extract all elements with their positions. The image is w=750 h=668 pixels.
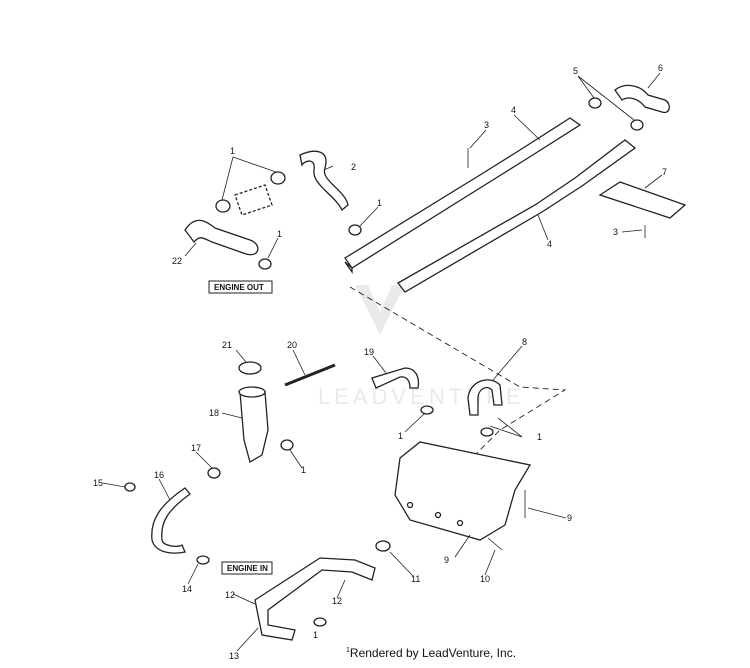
callout-1: 1 bbox=[301, 465, 306, 475]
clamp-14 bbox=[196, 555, 210, 565]
clamp-1 bbox=[258, 258, 272, 270]
hose-6 bbox=[614, 84, 670, 114]
callout-1: 1 bbox=[277, 229, 282, 239]
callout-12: 12 bbox=[225, 590, 235, 600]
hose-2 bbox=[299, 150, 349, 212]
coolant-tank bbox=[394, 441, 532, 541]
callout-17: 17 bbox=[191, 443, 201, 453]
clamp-1 bbox=[270, 171, 286, 185]
clamp-1 bbox=[215, 199, 231, 213]
credit-mark: 1 bbox=[346, 647, 350, 654]
callout-8: 8 bbox=[522, 337, 527, 347]
hose-22 bbox=[184, 219, 259, 256]
callout-22: 22 bbox=[172, 256, 182, 266]
clamp-11 bbox=[375, 540, 391, 552]
callout-4: 4 bbox=[511, 105, 516, 115]
callout-1: 1 bbox=[313, 630, 318, 640]
callout-1: 1 bbox=[230, 146, 235, 156]
callout-4: 4 bbox=[547, 239, 552, 249]
cap-21 bbox=[238, 361, 262, 375]
callout-6: 6 bbox=[658, 63, 663, 73]
rod-20 bbox=[284, 363, 336, 387]
reservoir-18 bbox=[238, 386, 269, 463]
callout-9: 9 bbox=[444, 555, 449, 565]
clamp-1 bbox=[348, 224, 362, 236]
callout-9: 9 bbox=[567, 513, 572, 523]
engine-in-box: ENGINE IN bbox=[221, 561, 273, 575]
callout-7: 7 bbox=[662, 167, 667, 177]
callout-16: 16 bbox=[154, 470, 164, 480]
callout-1: 1 bbox=[537, 432, 542, 442]
clip-15 bbox=[124, 482, 136, 492]
heat-exchanger-upper bbox=[344, 117, 582, 275]
callout-labels: 1 2 22 1 1 3 4 5 6 7 4 3 21 20 19 8 18 1… bbox=[93, 63, 667, 661]
heat-exchanger-lower bbox=[397, 139, 637, 293]
hose-8 bbox=[467, 379, 503, 416]
callout-21: 21 bbox=[222, 340, 232, 350]
clamp-1 bbox=[313, 617, 327, 627]
svg-text:LEADVENTURE: LEADVENTURE bbox=[318, 384, 525, 409]
callout-11: 11 bbox=[411, 574, 420, 584]
callout-2: 2 bbox=[351, 162, 356, 172]
credit-text: Rendered by LeadVenture, Inc. bbox=[349, 646, 517, 660]
callout-12: 12 bbox=[332, 596, 342, 606]
clamp-17 bbox=[207, 467, 221, 479]
clamp-1 bbox=[420, 405, 434, 415]
callout-19: 19 bbox=[364, 347, 374, 357]
svg-text:ENGINE OUT: ENGINE OUT bbox=[214, 283, 264, 292]
svg-text:ENGINE IN: ENGINE IN bbox=[227, 564, 268, 573]
engine-out-box: ENGINE OUT bbox=[208, 280, 273, 294]
callout-18: 18 bbox=[209, 408, 219, 418]
callout-3: 3 bbox=[613, 227, 618, 237]
bolt-10 bbox=[487, 537, 503, 551]
hose-19 bbox=[371, 367, 420, 389]
callout-14: 14 bbox=[182, 584, 192, 594]
clamp-1 bbox=[280, 439, 294, 451]
callout-3: 3 bbox=[484, 120, 489, 130]
callout-13: 13 bbox=[229, 651, 239, 661]
hose-13 bbox=[254, 557, 376, 641]
connector-part bbox=[234, 184, 273, 216]
clamp-5 bbox=[630, 119, 644, 131]
clamp-5 bbox=[588, 97, 602, 109]
leader-lines bbox=[102, 72, 663, 652]
flow-path bbox=[349, 286, 567, 471]
callout-1: 1 bbox=[398, 431, 403, 441]
credit-line: 1Rendered by LeadVenture, Inc. bbox=[346, 646, 516, 660]
hose-16 bbox=[151, 487, 191, 554]
bracket-7 bbox=[598, 181, 687, 219]
callout-15: 15 bbox=[93, 478, 103, 488]
callout-5: 5 bbox=[573, 66, 578, 76]
callout-20: 20 bbox=[287, 340, 297, 350]
clamp-1 bbox=[480, 427, 494, 437]
callout-1: 1 bbox=[377, 198, 382, 208]
callout-10: 10 bbox=[480, 574, 490, 584]
